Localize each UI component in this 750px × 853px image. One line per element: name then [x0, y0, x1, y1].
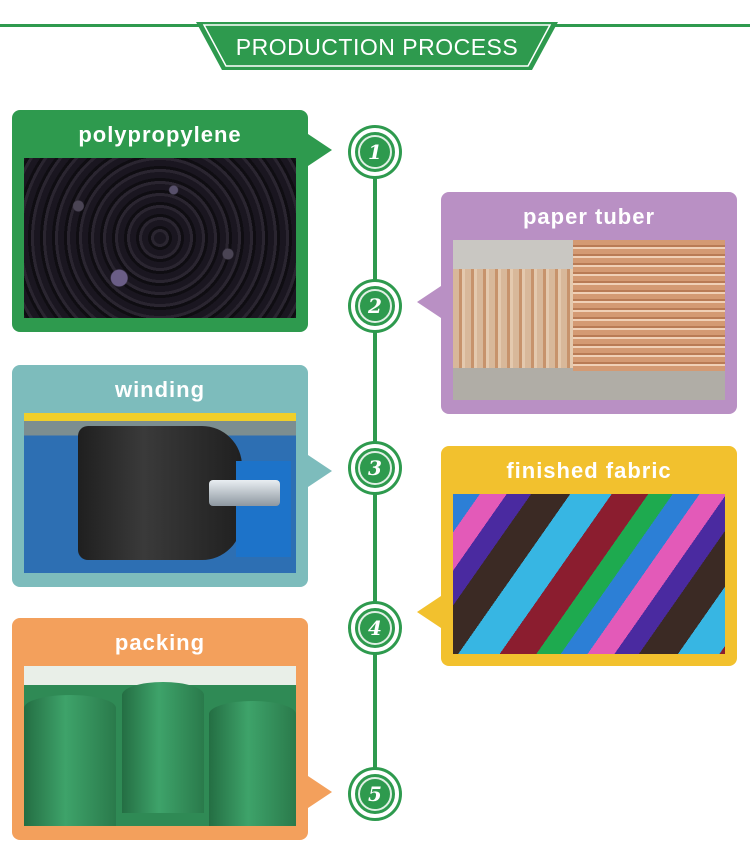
colored-fabric-rolls-photo	[453, 494, 725, 654]
step-3-label: winding	[114, 377, 206, 402]
step-card-finished-fabric: finished fabric	[417, 446, 737, 666]
header-banner	[196, 22, 558, 70]
step-4-marker: 4	[351, 604, 399, 652]
step-5-number: 5	[368, 782, 382, 806]
step-2-pointer	[417, 286, 441, 318]
step-4-number: 4	[368, 616, 382, 640]
paper-tubes-photo	[453, 240, 725, 400]
step-card-packing: packing	[12, 618, 332, 840]
green-roll	[208, 701, 296, 826]
step-1-label: polypropylene	[78, 122, 242, 147]
green-roll	[24, 694, 117, 826]
step-5-label: packing	[114, 630, 206, 655]
step-card-paper-tuber: paper tuber	[417, 192, 737, 414]
step-5-pointer	[308, 776, 332, 808]
roll-axle	[208, 480, 280, 506]
step-1-number: 1	[368, 140, 382, 164]
step-card-polypropylene: polypropylene	[12, 110, 332, 332]
step-1-pointer	[308, 134, 332, 166]
winding-machine-photo	[24, 413, 296, 573]
step-4-label: finished fabric	[506, 458, 672, 483]
machine-rail	[24, 413, 296, 421]
step-5-marker: 5	[351, 770, 399, 818]
machine-frame	[236, 461, 291, 557]
step-2-number: 2	[368, 294, 382, 318]
green-roll	[121, 682, 204, 814]
tube-stack	[572, 240, 725, 372]
step-2-label: paper tuber	[522, 204, 656, 229]
step-3-pointer	[308, 455, 332, 487]
packed-green-rolls-photo	[24, 666, 296, 826]
step-3-marker: 3	[351, 444, 399, 492]
step-3-number: 3	[368, 456, 382, 480]
step-4-pointer	[417, 596, 441, 628]
page-title: PRODUCTION PROCESS	[235, 34, 519, 60]
step-card-winding: winding	[12, 365, 332, 587]
step-2-marker: 2	[351, 282, 399, 330]
step-1-marker: 1	[351, 128, 399, 176]
plastic-pellets-photo	[24, 158, 296, 318]
